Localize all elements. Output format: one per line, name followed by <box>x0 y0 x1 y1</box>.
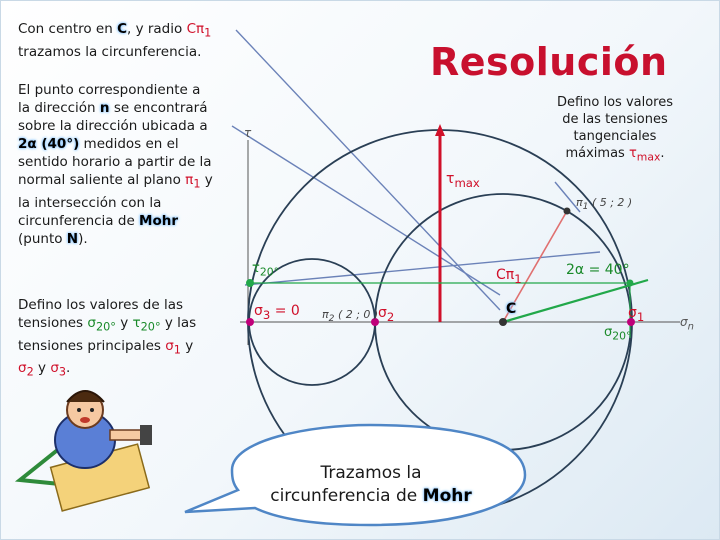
point-sigma3 <box>246 318 254 326</box>
slide-title: Resolución <box>430 40 668 84</box>
sigma-axis-label: σn <box>680 315 694 333</box>
text-block-principal-stresses: Defino los valores de las tensiones σ20°… <box>18 297 197 380</box>
point-sigma2 <box>371 318 379 326</box>
pointer-line-3 <box>244 251 601 286</box>
text-block-center-radius: Con centro en C, y radio Cπ1 trazamos la… <box>18 21 212 60</box>
engineer-illustration <box>14 390 152 512</box>
sigma2-label: σ2 <box>378 305 395 324</box>
point-n <box>626 279 634 287</box>
point-sigma1 <box>627 318 635 326</box>
text-block-tau-max: Defino los valores de las tensiones tang… <box>556 95 674 164</box>
sigma1-label: σ1 <box>628 305 645 324</box>
tau-max-arrowhead <box>435 124 445 136</box>
bubble-caption: Trazamos la circunferencia de Mohr <box>270 463 472 506</box>
sigma20-label: σ20° <box>604 325 632 343</box>
point-tau20 <box>246 279 254 287</box>
tau-max-label: τmax <box>446 171 480 190</box>
point-pi1 <box>563 207 571 215</box>
center-c-label: C <box>506 301 517 317</box>
pi2-coords-label: π2 ( 2 ; 0 ) <box>322 308 379 325</box>
c-pi1-label: Cπ1 <box>496 267 522 286</box>
two-alpha-line <box>502 278 649 324</box>
radius-c-pi1 <box>502 210 568 323</box>
tau-axis-label: τ <box>244 126 252 140</box>
tau20-label: τ20° <box>252 261 280 279</box>
pointer-line-4 <box>554 181 581 213</box>
pi1-coords-label: π1 ( 5 ; 2 ) <box>576 196 633 213</box>
point-center-c <box>499 318 507 326</box>
text-block-point-n: El punto correspondiente a la dirección … <box>18 82 213 247</box>
pointer-line-1 <box>235 29 501 311</box>
sigma3-label: σ3 = 0 <box>254 303 300 322</box>
pointer-line-2 <box>231 125 501 296</box>
speech-bubble <box>184 423 527 527</box>
two-alpha-label: 2α = 40° <box>566 262 630 278</box>
